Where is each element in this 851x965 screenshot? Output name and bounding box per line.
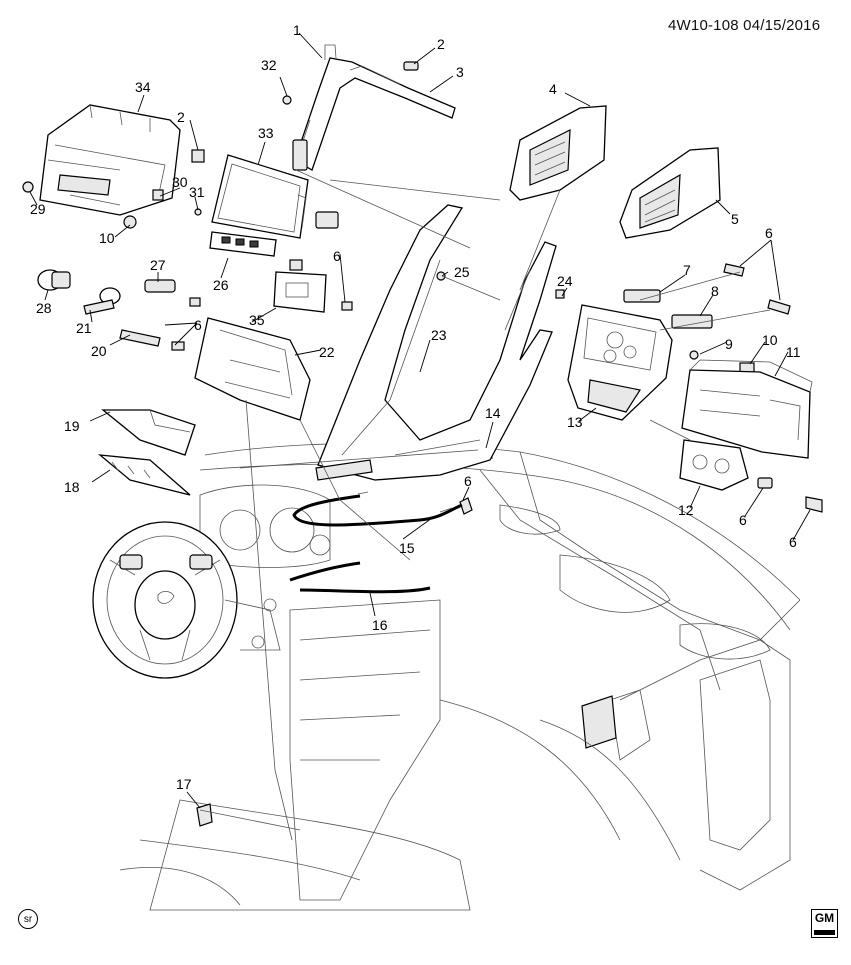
callout-29: 29 (30, 201, 46, 217)
gm-logo-text: GM (814, 911, 835, 925)
dashboard-background (92, 442, 801, 911)
callout-6-center: 6 (464, 473, 472, 489)
callout-6-right-bottom: 6 (789, 534, 797, 550)
callout-9: 9 (725, 336, 733, 352)
callout-32: 32 (261, 57, 277, 73)
document-id-date: 4W10-108 04/15/2016 (668, 17, 821, 34)
callout-31: 31 (189, 184, 205, 200)
part-26-switch-panel (209, 211, 339, 257)
callout-6-left-bottom: 6 (194, 317, 202, 333)
part-15-harness (292, 491, 463, 527)
part-33-display (211, 154, 309, 239)
callout-10-right: 10 (762, 332, 778, 348)
callout-19: 19 (64, 418, 80, 434)
callout-28: 28 (36, 300, 52, 316)
callout-30: 30 (172, 174, 188, 190)
part-5-vent (619, 147, 721, 239)
callout-33: 33 (258, 125, 274, 141)
part-35-module (273, 271, 327, 313)
callout-13: 13 (567, 414, 583, 430)
part-22-bracket (194, 317, 311, 421)
part-19-bin (101, 409, 196, 456)
callout-26: 26 (213, 277, 229, 293)
callout-17: 17 (176, 776, 192, 792)
callout-35: 35 (249, 312, 265, 328)
callout-1: 1 (293, 22, 301, 38)
callout-25: 25 (454, 264, 470, 280)
callout-21: 21 (76, 320, 92, 336)
callout-20: 20 (91, 343, 107, 359)
callout-6-left-top: 6 (333, 248, 341, 264)
callout-6-right-top: 6 (765, 225, 773, 241)
part-18-bin-bracket (97, 454, 191, 496)
callout-5: 5 (731, 211, 739, 227)
callout-2-top: 2 (437, 36, 445, 52)
sr-mark: sr (18, 909, 38, 929)
callout-10-left: 10 (99, 230, 115, 246)
callout-34: 34 (135, 79, 151, 95)
callout-24: 24 (557, 273, 573, 289)
callout-23: 23 (431, 327, 447, 343)
part-23-console-trim (315, 204, 557, 481)
gm-logo-icon: GM (811, 909, 838, 938)
part-12-control (679, 439, 823, 513)
leader-lines (29, 32, 811, 841)
callout-15: 15 (399, 540, 415, 556)
part-1-bezel (292, 44, 456, 171)
callout-3: 3 (456, 64, 464, 80)
callout-8: 8 (711, 283, 719, 299)
callout-12: 12 (678, 502, 694, 518)
callout-18: 18 (64, 479, 80, 495)
callout-7: 7 (683, 262, 691, 278)
callout-2-left: 2 (177, 109, 185, 125)
callout-14: 14 (485, 405, 501, 421)
callout-27: 27 (150, 257, 166, 273)
part-4-vent (509, 105, 607, 201)
callout-4: 4 (549, 81, 557, 97)
part-16-harness (289, 561, 431, 594)
left-small-parts (37, 269, 176, 347)
callout-16: 16 (372, 617, 388, 633)
part-13-faceplate (567, 304, 673, 421)
callout-11: 11 (786, 344, 801, 360)
callout-numbers: 1 2 3 2 4 5 6 7 8 9 10 11 12 13 14 6 15 … (30, 22, 801, 792)
part-7-8-switches (623, 263, 791, 329)
part-11-radio (681, 359, 813, 459)
callout-22: 22 (319, 344, 335, 360)
part-34-cluster-housing (39, 104, 181, 216)
callout-6-right-mid: 6 (739, 512, 747, 528)
